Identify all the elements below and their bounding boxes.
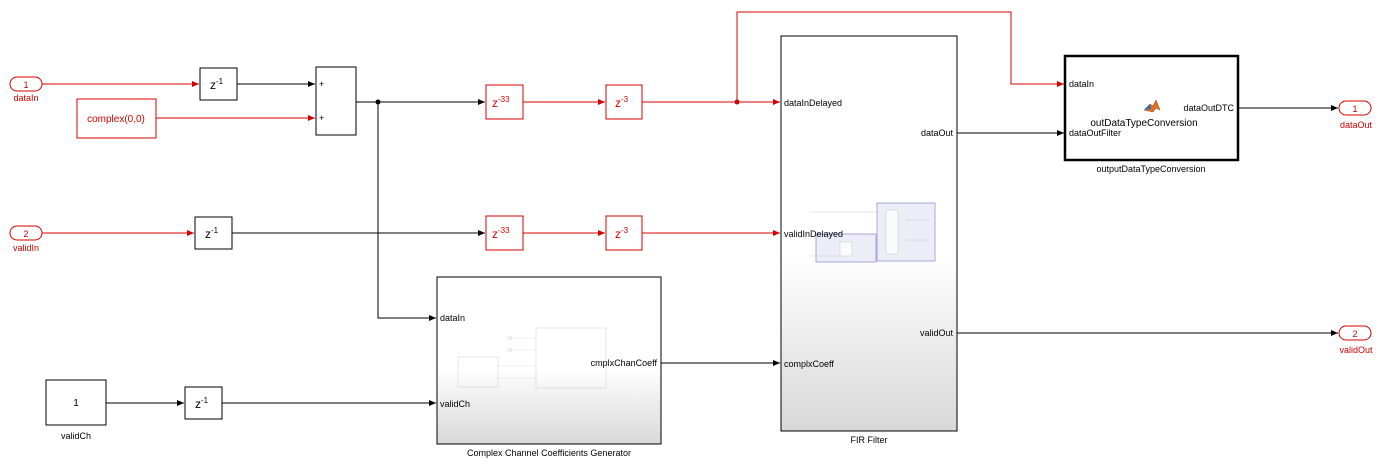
outport-dataout-number: 1 <box>1352 104 1357 114</box>
coeff-out-port: cmplxChanCoeff <box>591 358 658 368</box>
coeff-in-port-validch: validCh <box>440 399 470 409</box>
svg-text:z-3: z-3 <box>615 95 629 110</box>
fir-out-port-data: dataOut <box>921 128 954 138</box>
delay-exponent: -1 <box>201 396 209 405</box>
coeff-generator-caption: Complex Channel Coefficients Generator <box>467 448 631 458</box>
delay-33-data-block[interactable]: z-33 <box>485 84 524 120</box>
fir-filter-caption: FIR Filter <box>851 435 888 445</box>
fir-filter-subsystem[interactable]: dataInDelayed validInDelayed complxCoeff… <box>780 35 958 445</box>
delay-z: z <box>205 227 211 241</box>
svg-text:z-33: z-33 <box>492 226 510 241</box>
inport-validin[interactable]: 2 validIn <box>9 225 43 253</box>
delay-3-data-block[interactable]: z-3 <box>605 84 643 120</box>
delay-z: z <box>492 227 498 241</box>
constant-complex-block[interactable]: complex(0,0) <box>76 98 157 139</box>
dtc-in-port-filter: dataOutFilter <box>1069 128 1121 138</box>
delay-exponent: -3 <box>621 95 629 104</box>
svg-text:z-1: z-1 <box>195 396 209 411</box>
delay-validch-block[interactable]: z-1 <box>184 386 223 420</box>
delay-validin-block[interactable]: z-1 <box>194 216 233 250</box>
delay-exponent: -3 <box>621 226 629 235</box>
dtc-block[interactable]: dataIn dataOutFilter dataOutDTC outDataT… <box>1063 54 1240 174</box>
constant-complex-value: complex(0,0) <box>87 114 145 125</box>
matlab-icon <box>1143 99 1161 113</box>
sum-sign-1: + <box>319 79 324 89</box>
svg-text:z-1: z-1 <box>210 77 224 92</box>
delay-exponent: -1 <box>211 226 219 235</box>
delay-exponent: -1 <box>216 77 224 86</box>
delay-z: z <box>615 96 621 110</box>
fir-out-port-valid: validOut <box>920 328 954 338</box>
inport-validin-number: 2 <box>23 229 28 239</box>
delay-3-valid-block[interactable]: z-3 <box>605 215 643 251</box>
dtc-title: outDataTypeConversion <box>1090 118 1197 129</box>
delay-datain-block[interactable]: z-1 <box>199 67 238 101</box>
inport-datain-label: dataIn <box>13 93 38 103</box>
coeff-generator-preview <box>457 327 607 389</box>
svg-text:z-33: z-33 <box>492 95 510 110</box>
outport-validout[interactable]: 2 validOut <box>1338 325 1373 355</box>
outport-validout-number: 2 <box>1352 329 1357 339</box>
coeff-in-port-datain: dataIn <box>440 313 465 323</box>
sum-sign-2: + <box>319 113 324 123</box>
delay-z: z <box>195 397 201 411</box>
constant-validch-block[interactable]: 1 validCh <box>45 379 107 441</box>
inport-datain[interactable]: 1 dataIn <box>9 76 43 103</box>
svg-text:z-1: z-1 <box>205 226 219 241</box>
delay-z: z <box>615 227 621 241</box>
constant-validch-caption: validCh <box>61 431 91 441</box>
dtc-caption: outputDataTypeConversion <box>1096 164 1205 174</box>
sum-block[interactable]: + + <box>315 66 357 136</box>
delay-exponent: -33 <box>498 95 510 104</box>
outport-dataout[interactable]: 1 dataOut <box>1338 100 1373 130</box>
outport-dataout-label: dataOut <box>1340 120 1373 130</box>
fir-in-port-valid: validInDelayed <box>784 229 843 239</box>
fir-filter-preview <box>810 202 936 263</box>
delay-z: z <box>492 96 498 110</box>
delay-33-valid-block[interactable]: z-33 <box>485 215 524 251</box>
inport-datain-number: 1 <box>23 80 28 90</box>
outport-validout-label: validOut <box>1339 345 1373 355</box>
delay-z: z <box>210 78 216 92</box>
coeff-generator-subsystem[interactable]: dataIn validCh cmplxChanCoeff Complex Ch… <box>436 276 662 458</box>
dtc-in-port-datain: dataIn <box>1069 79 1094 89</box>
delay-exponent: -33 <box>498 226 510 235</box>
fir-in-port-coeff: complxCoeff <box>784 359 834 369</box>
fir-in-port-data: dataInDelayed <box>784 98 842 108</box>
inport-validin-label: validIn <box>13 243 39 253</box>
constant-validch-value: 1 <box>73 398 79 409</box>
signal-data-to-dtc[interactable] <box>736 11 1064 102</box>
signal-sum-to-coeff[interactable] <box>377 102 436 321</box>
svg-text:z-3: z-3 <box>615 226 629 241</box>
dtc-out-port: dataOutDTC <box>1183 103 1234 113</box>
